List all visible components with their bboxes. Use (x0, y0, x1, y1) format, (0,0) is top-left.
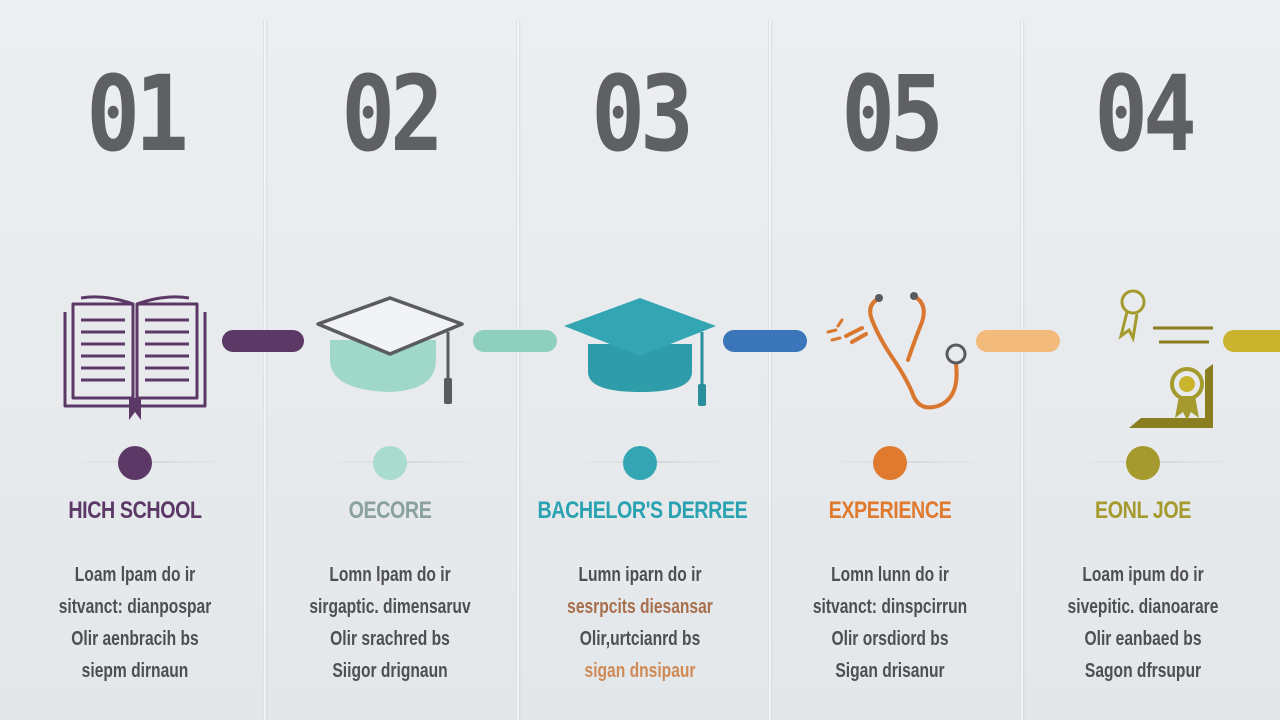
connector-peach (976, 330, 1060, 352)
step-dot (623, 446, 657, 480)
description-line: sitvanct: dianpospar (58, 596, 212, 618)
description-line: Olir,urtcianrd bs (579, 628, 701, 650)
step-title: EONL JOE (1095, 497, 1191, 524)
column-divider (768, 20, 771, 720)
stethoscope-icon (810, 280, 970, 430)
description-line: Lumn iparn do ir (578, 564, 702, 586)
step-dot (373, 446, 407, 480)
connector-mint (473, 330, 557, 352)
column-divider (516, 20, 519, 720)
description-line: Olir eanbaed bs (1084, 628, 1202, 650)
timeline-step-1: 01 HICH SCHOOL Loam lpam do ir sitvanct:… (10, 0, 260, 720)
step-title: BACHELOR'S DERREE (537, 497, 748, 524)
connector-mustard (1223, 330, 1280, 352)
description-line: Loam lpam do ir (74, 564, 196, 586)
description-line: Olir orsdiord bs (831, 628, 949, 650)
step-description: Lomn lunn do ir sitvanct: dinspcirrun Ol… (765, 559, 1015, 687)
column-divider (1020, 20, 1023, 720)
step-number: 04 (1094, 53, 1197, 175)
timeline-step-4: 05 EXPERIENCE Lomn lunn do ir sitvanct: … (765, 0, 1015, 720)
description-line: Lomn lpam do ir (329, 564, 451, 586)
step-description: Lumn iparn do ir sesrpcits diesansar Oli… (515, 559, 765, 687)
step-dot (873, 446, 907, 480)
description-line: Sagon dfrsupur (1084, 660, 1202, 682)
description-line: Lomn lunn do ir (831, 564, 949, 586)
description-line: sesrpcits diesansar (567, 596, 713, 618)
graduation-cap-outline-icon (310, 280, 470, 430)
step-title: HICH SCHOOL (68, 497, 202, 524)
step-number: 03 (591, 53, 694, 175)
step-dot (118, 446, 152, 480)
step-dot (1126, 446, 1160, 480)
step-number: 05 (841, 53, 944, 175)
description-line: siepm dirnaun (81, 660, 189, 682)
certificate-icon (1063, 280, 1223, 430)
description-line: sitvanct: dinspcirrun (812, 596, 968, 618)
column-divider (263, 20, 266, 720)
timeline-step-5: 04 EONL JOE Loam ipum do ir sivepitic. d… (1018, 0, 1268, 720)
step-description: Lomn lpam do ir sirgaptic. dimensaruv Ol… (265, 559, 515, 687)
description-line: Olir srachred bs (330, 628, 450, 650)
description-line: Loam ipum do ir (1082, 564, 1204, 586)
open-book-icon (55, 280, 215, 430)
timeline-step-3: 03 BACHELOR'S DERREE Lumn iparn do ir se… (515, 0, 765, 720)
description-line: sivepitic. dianoarare (1067, 596, 1219, 618)
graduation-cap-filled-icon (560, 280, 720, 430)
timeline-step-2: 02 OECORE Lomn lpam do ir sirgaptic. dim… (265, 0, 515, 720)
step-description: Loam ipum do ir sivepitic. dianoarare Ol… (1018, 559, 1268, 687)
step-description: Loam lpam do ir sitvanct: dianpospar Oli… (10, 559, 260, 687)
step-title: OECORE (348, 497, 432, 524)
description-line: Olir aenbracih bs (71, 628, 199, 650)
step-number: 02 (341, 53, 444, 175)
connector-purple (222, 330, 304, 352)
connector-blue (723, 330, 807, 352)
description-line: Siigor drignaun (332, 660, 448, 682)
description-line: sigan dnsipaur (584, 660, 696, 682)
step-number: 01 (86, 53, 189, 175)
description-line: sirgaptic. dimensaruv (309, 596, 471, 618)
step-title: EXPERIENCE (828, 497, 952, 524)
description-line: Sigan drisanur (835, 660, 945, 682)
